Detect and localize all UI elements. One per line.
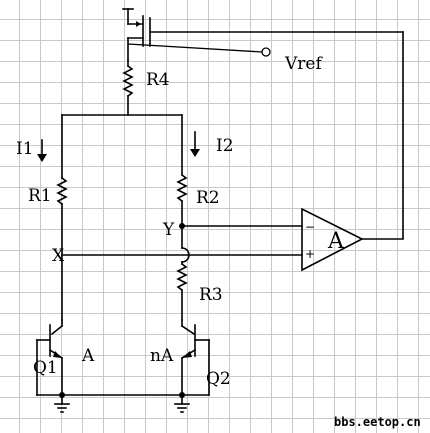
op-amp: [301, 207, 404, 272]
q1-area-label: A: [81, 346, 95, 366]
bjt-q2: [180, 319, 210, 396]
right-branch: [176, 114, 190, 321]
vref-tap: [127, 43, 271, 57]
left-branch: [56, 114, 68, 321]
i1-label: I1: [16, 139, 34, 159]
q2-label: Q2: [206, 369, 231, 389]
bjt-q1: [36, 319, 64, 396]
op-amp-minus: −: [305, 220, 315, 234]
r2-label: R2: [196, 188, 220, 208]
node-y-label: Y: [162, 220, 175, 240]
q2-area-label: nA: [150, 346, 174, 366]
q1-label: Q1: [33, 358, 58, 378]
op-amp-label: A: [327, 229, 345, 254]
vref-terminal: [261, 47, 271, 57]
resistor-r4: [122, 59, 134, 116]
i2-label: I2: [216, 136, 234, 156]
op-amp-plus: +: [305, 247, 315, 261]
pmos-transistor: [122, 8, 404, 239]
node-x-label: X: [52, 246, 65, 266]
watermark: bbs.eetop.cn: [334, 415, 421, 429]
r4-label: R4: [146, 70, 170, 90]
vref-label: Vref: [284, 54, 323, 74]
ground-symbol-left: [54, 394, 70, 413]
r3-label: R3: [199, 285, 223, 305]
ground-symbol-right: [174, 394, 190, 413]
i1-arrow: [37, 139, 47, 162]
r1-label: R1: [28, 186, 52, 206]
i2-arrow: [190, 131, 200, 157]
